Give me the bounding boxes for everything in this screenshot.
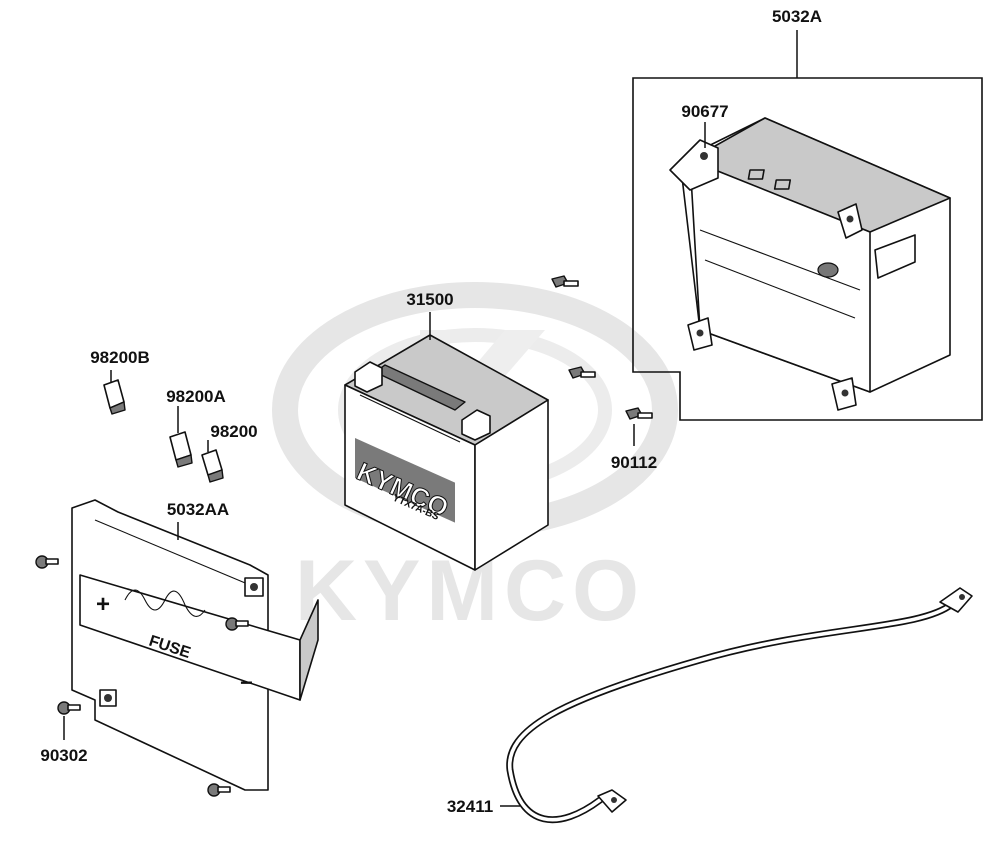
battery-tray bbox=[669, 117, 951, 411]
callout-98200: 98200 bbox=[210, 422, 257, 441]
tray-assembly-frame bbox=[632, 77, 983, 421]
callout-5032A: 5032A bbox=[772, 7, 822, 26]
bolt-2 bbox=[568, 366, 596, 379]
callout-98200A: 98200A bbox=[166, 387, 226, 406]
callout-32411: 32411 bbox=[447, 797, 493, 816]
battery: KYMCO YTX7A-BS bbox=[344, 334, 549, 571]
fuse-holder: + FUSE − bbox=[71, 499, 319, 791]
fuse-98200A bbox=[169, 431, 193, 468]
bolt-90112 bbox=[625, 407, 653, 420]
callout-90677: 90677 bbox=[681, 102, 728, 121]
callout-90112: 90112 bbox=[611, 453, 657, 472]
fuse-98200 bbox=[201, 449, 224, 483]
callout-5032AA: 5032AA bbox=[167, 500, 229, 519]
fuse-holder-plus: + bbox=[96, 591, 110, 618]
battery-cable bbox=[506, 587, 973, 824]
holder-screw-90302 bbox=[57, 701, 81, 715]
tray-drain-hole bbox=[817, 262, 839, 278]
tray-assembly-group: 5032A 90677 bbox=[632, 7, 983, 421]
holder-screw-4 bbox=[207, 783, 231, 797]
fuse-holder-minus: − bbox=[240, 670, 253, 695]
callout-31500: 31500 bbox=[406, 290, 453, 309]
holder-screw-1 bbox=[35, 555, 59, 569]
bolt-1 bbox=[551, 275, 579, 288]
callout-98200B: 98200B bbox=[90, 348, 150, 367]
holder-screw-2 bbox=[225, 617, 249, 631]
fuse-98200B bbox=[103, 379, 126, 415]
callout-90302: 90302 bbox=[40, 746, 87, 765]
